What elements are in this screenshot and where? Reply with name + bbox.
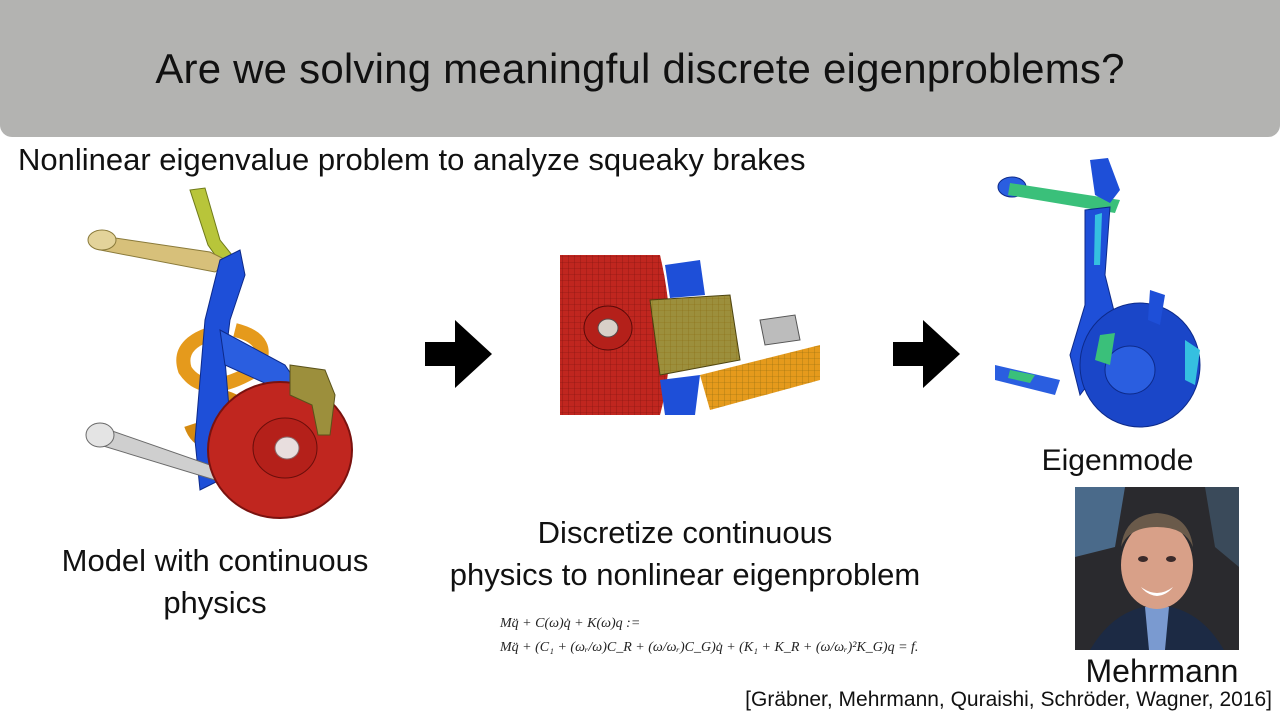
- slide-title: Are we solving meaningful discrete eigen…: [155, 44, 1125, 92]
- mesh-figure: [560, 255, 820, 415]
- brake-model-figure: [85, 187, 353, 519]
- equation: Mq̈ + C(ω)q̇ + K(ω)q := Mq̈ + (C₁ + (ωᵣ/…: [500, 612, 950, 660]
- equation-line2: Mq̈ + (C₁ + (ωᵣ/ω)C_R + (ω/ωᵣ)C_G)q̇ + (…: [500, 640, 919, 655]
- discretize-caption-line1: Discretize continuous: [537, 515, 833, 550]
- mehrmann-photo: [1075, 487, 1239, 650]
- discretize-caption: Discretize continuous physics to nonline…: [410, 512, 960, 596]
- model-caption: Model with continuous physics: [61, 543, 369, 620]
- eigenmode-caption: Eigenmode: [1041, 444, 1194, 477]
- equation-line1: Mq̈ + C(ω)q̇ + K(ω)q :=: [500, 616, 641, 631]
- title-bar: Are we solving meaningful discrete eigen…: [0, 0, 1280, 137]
- photo-caption: Mehrmann: [1085, 653, 1239, 689]
- discretize-caption-line2: physics to nonlinear eigenproblem: [449, 557, 921, 592]
- right-arrow-icon: [425, 320, 492, 388]
- right-arrow-icon: [893, 320, 960, 388]
- citation: [Gräbner, Mehrmann, Quraishi, Schröder, …: [745, 688, 1272, 711]
- eigenmode-figure: [995, 158, 1201, 428]
- slide-subtitle: Nonlinear eigenvalue problem to analyze …: [18, 142, 806, 177]
